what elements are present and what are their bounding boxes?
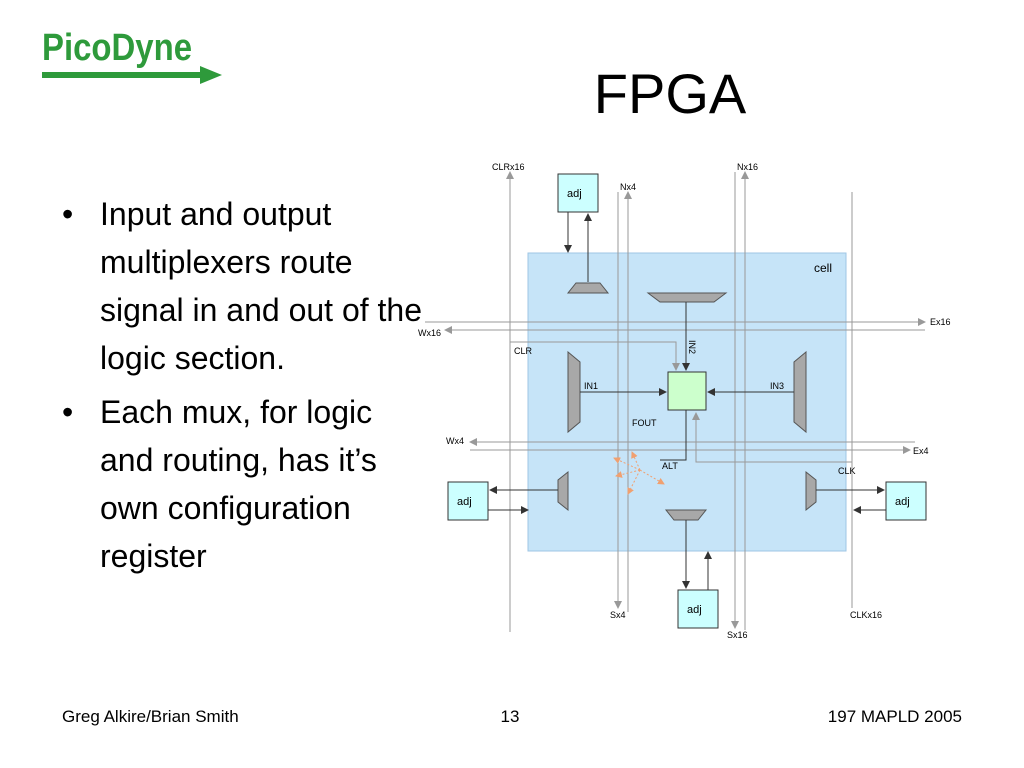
adj-label-bottom: adj [687, 604, 702, 616]
signal-label-in1: IN1 [584, 381, 598, 391]
bullet-item: • Input and output multiplexers route si… [62, 190, 422, 382]
bullet-item: • Each mux, for logic and routing, has i… [62, 388, 422, 580]
bullet-list: • Input and output multiplexers route si… [62, 190, 422, 586]
signal-label-in3: IN3 [770, 381, 784, 391]
adj-box-top [557, 173, 599, 213]
footer-authors: Greg Alkire/Brian Smith [62, 707, 239, 726]
adj-label-left: adj [457, 496, 472, 508]
mux-top-left [566, 282, 610, 294]
bus-label-sx16: Sx16 [727, 630, 748, 640]
bus-label-ex4: Ex4 [913, 446, 929, 456]
bullet-text: Each mux, for logic and routing, has it’… [100, 394, 377, 574]
mux-bottom [664, 509, 708, 521]
alt-fanout-arrows [613, 451, 665, 495]
bus-label-sx4: Sx4 [610, 610, 626, 620]
adj-box-right [885, 481, 927, 521]
cell-label: cell [814, 261, 832, 275]
footer-page-number: 13 [500, 707, 520, 726]
adj-label-top: adj [567, 188, 582, 200]
logo-arrow [42, 66, 222, 84]
mux-in3 [793, 350, 807, 434]
page-title: FPGA [593, 62, 747, 125]
bus-label-clrx16: CLRx16 [492, 162, 525, 172]
mux-left [557, 470, 569, 512]
signal-label-alt: ALT [662, 461, 678, 471]
bus-label-wx16: Wx16 [418, 328, 441, 338]
footer-event: 197 MAPLD 2005 [827, 707, 962, 726]
clk-line [692, 412, 852, 463]
bus-label-ex16: Ex16 [930, 317, 951, 327]
signal-label-clr: CLR [514, 346, 533, 356]
bullet-dot-icon: • [62, 394, 74, 430]
picodyne-logo: PicoDyne [42, 27, 222, 84]
bus-label-wx4: Wx4 [446, 436, 464, 446]
signal-label-fout: FOUT [632, 418, 657, 428]
bullet-text: Input and output multiplexers route sign… [100, 196, 423, 376]
logic-block [667, 371, 707, 411]
mux-in1 [567, 350, 581, 434]
mux-right [805, 470, 817, 512]
bus-label-clkx16: CLKx16 [850, 610, 882, 620]
bus-label-nx4: Nx4 [620, 182, 636, 192]
bullet-dot-icon: • [62, 196, 74, 232]
fout-line [660, 410, 687, 461]
fpga-cell-diagram: cell CLRx16 Nx4 Nx16 Wx16 Ex16 Wx4 Ex4 S… [418, 162, 951, 640]
signal-label-clk: CLK [838, 466, 856, 476]
signal-label-in2: IN2 [687, 340, 697, 354]
adj-label-right: adj [895, 496, 910, 508]
bus-label-nx16: Nx16 [737, 162, 758, 172]
logo-text: PicoDyne [42, 27, 192, 69]
mux-in2 [646, 292, 728, 303]
adj-box-left [447, 481, 489, 521]
adj-box-bottom [677, 589, 719, 629]
clr-line [510, 341, 680, 371]
